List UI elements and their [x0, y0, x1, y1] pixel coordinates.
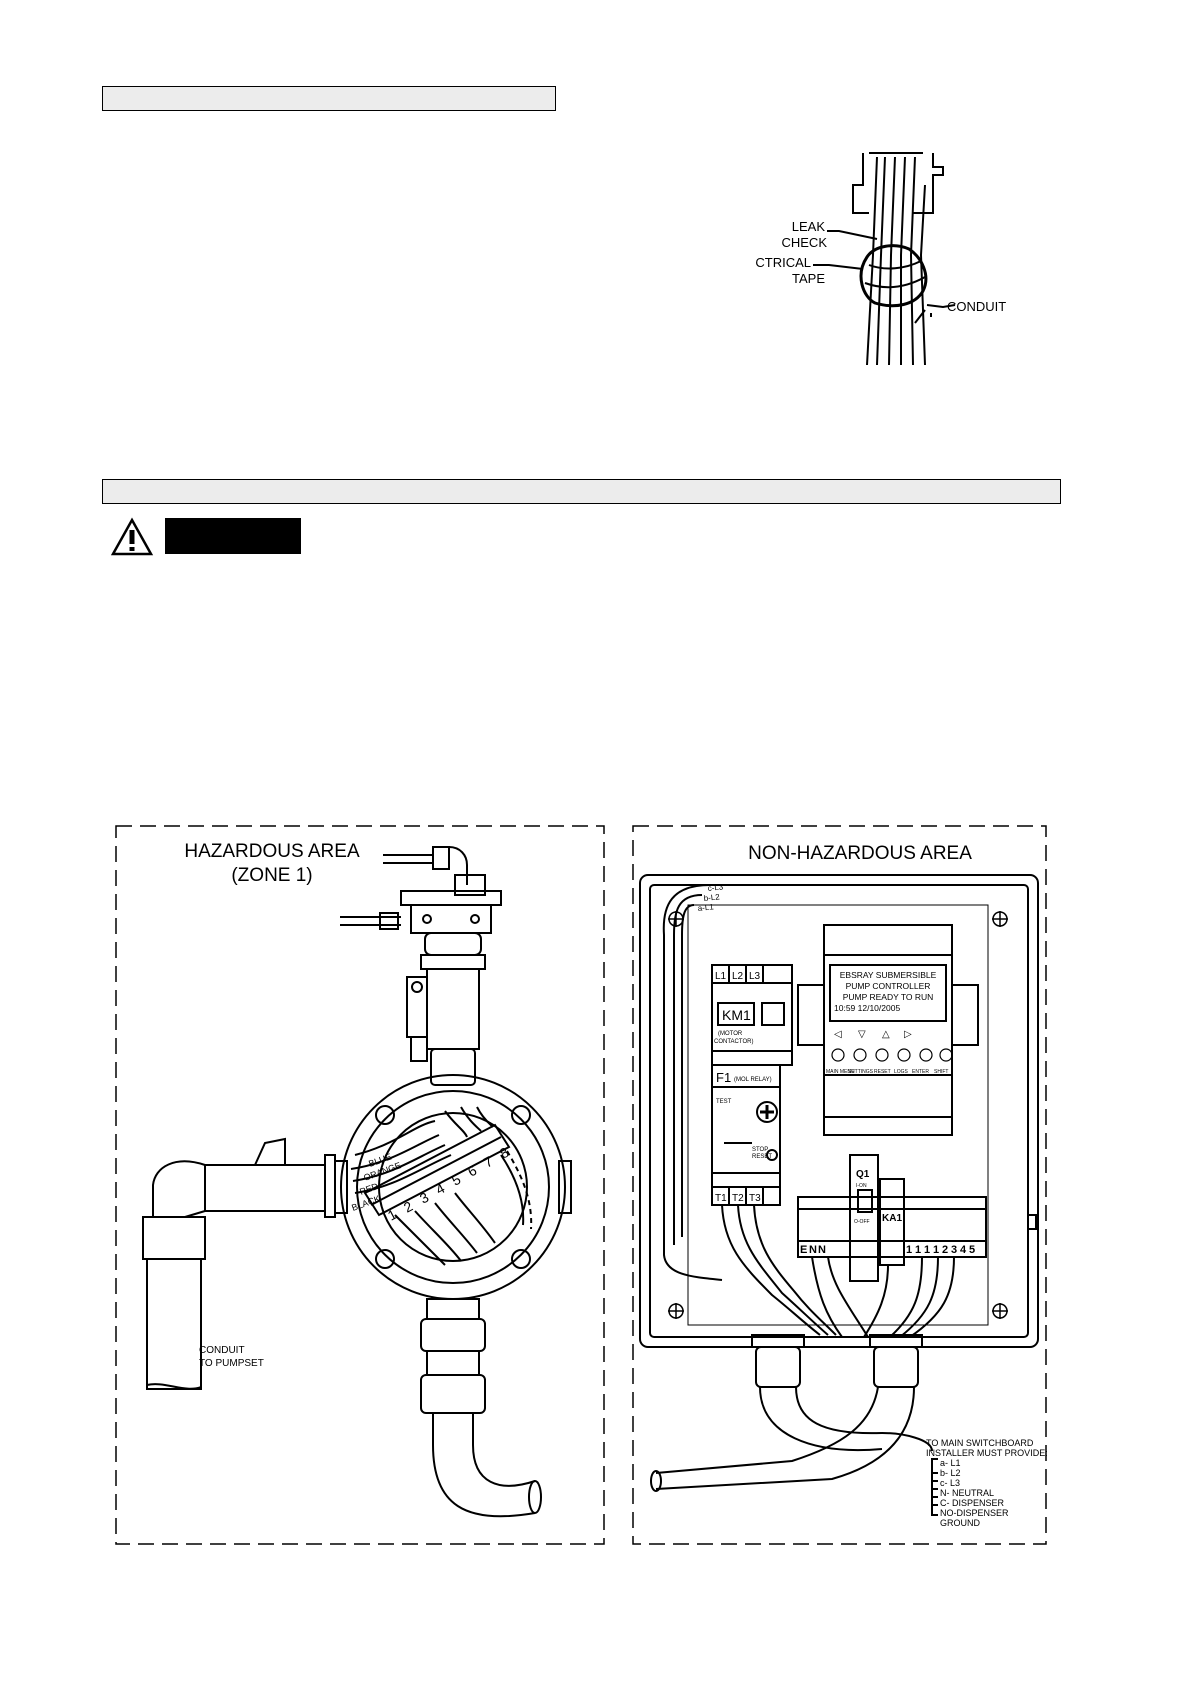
q1-off-label: O-OFF	[854, 1219, 870, 1225]
q1-on-label: I-ON	[856, 1183, 867, 1189]
stop-label: STOP	[752, 1147, 768, 1153]
hazardous-area-diagram: HAZARDOUS AREA (ZONE 1)	[115, 825, 605, 1545]
installer-item-7: GROUND	[940, 1518, 980, 1528]
test-label: TEST	[716, 1099, 732, 1105]
terminal-1b: 1	[915, 1244, 921, 1256]
controller-button-shift: SHIFT	[934, 1069, 948, 1075]
cable-tag-3: a-L1	[697, 902, 714, 913]
arrow-right-icon: ▷	[904, 1029, 912, 1040]
q1-label: Q1	[856, 1169, 870, 1180]
controller-button-settings: SETTINGS	[848, 1069, 874, 1075]
terminal-n-2: N	[818, 1244, 826, 1256]
conduit-label: CONDUIT	[947, 299, 1006, 314]
terminal-number-2: 2	[401, 1198, 416, 1216]
terminal-number-3: 3	[417, 1189, 432, 1207]
display-line-3: PUMP READY TO RUN	[843, 992, 934, 1002]
installer-item-4: N- NEUTRAL	[940, 1488, 994, 1498]
warning-icon	[110, 517, 154, 556]
leak-check-label-2: CHECK	[781, 235, 827, 250]
arrow-up-icon: △	[882, 1029, 890, 1040]
non-hazardous-area-diagram: NON-HAZARDOUS AREA	[632, 825, 1047, 1545]
terminal-n-1: N	[809, 1244, 817, 1256]
terminal-3: 3	[951, 1244, 957, 1256]
km1-output-t1: T1	[715, 1193, 727, 1204]
installer-note-heading-1: TO MAIN SWITCHBOARD	[926, 1438, 1034, 1448]
terminal-number-5: 5	[449, 1171, 464, 1189]
installer-item-1: a- L1	[940, 1458, 961, 1468]
hazardous-area-zone: (ZONE 1)	[231, 865, 312, 886]
f1-caption: (MOL RELAY)	[734, 1077, 772, 1083]
km1-label: KM1	[722, 1007, 751, 1023]
reset-label: RESET	[752, 1154, 772, 1160]
leak-check-label-1: LEAK	[792, 219, 826, 234]
non-hazardous-area-title: NON-HAZARDOUS AREA	[748, 843, 972, 864]
terminal-e: E	[800, 1244, 807, 1256]
terminal-2: 2	[942, 1244, 948, 1256]
terminal-number-4: 4	[433, 1180, 448, 1198]
electrical-tape-label-2: TAPE	[792, 271, 825, 286]
terminal-1d: 1	[933, 1244, 939, 1256]
controller-button-reset: RESET	[874, 1069, 891, 1075]
hazardous-area-title: HAZARDOUS AREA	[184, 841, 360, 862]
km1-output-t3: T3	[749, 1193, 761, 1204]
km1-caption-1: (MOTOR	[718, 1031, 743, 1037]
display-line-2: PUMP CONTROLLER	[846, 981, 931, 991]
installer-item-2: b- L2	[940, 1468, 961, 1478]
electrical-tape-label-1: ELECTRICAL	[755, 255, 811, 270]
km1-caption-2: CONTACTOR)	[714, 1039, 753, 1045]
cable-tag-2: b-L2	[703, 892, 720, 903]
display-line-1: EBSRAY SUBMERSIBLE	[840, 970, 937, 980]
installer-note-heading-2: INSTALLER MUST PROVIDE:	[926, 1448, 1047, 1458]
display-line-4: 10:59 12/10/2005	[834, 1003, 900, 1013]
controller-button-logs: LOGS	[894, 1069, 909, 1075]
terminal-4: 4	[960, 1244, 967, 1256]
conduit-seal-figure: LEAK CHECK ELECTRICAL TAPE CONDUIT	[755, 152, 1006, 366]
ka1-label: KA1	[882, 1213, 902, 1224]
arrow-left-icon: ◁	[834, 1029, 842, 1040]
terminal-1a: 1	[906, 1244, 912, 1256]
km1-output-t2: T2	[732, 1193, 744, 1204]
conduit-to-pumpset-label-1: CONDUIT	[199, 1345, 245, 1356]
km1-terminal-l1: L1	[715, 971, 727, 982]
cable-tag-1: c-L3	[707, 882, 724, 893]
terminal-1c: 1	[924, 1244, 930, 1256]
section-heading-bar-2	[102, 479, 1061, 504]
controller-button-main-menu: MAIN MENU	[826, 1069, 855, 1075]
warning-label-box	[165, 518, 301, 554]
installer-item-3: c- L3	[940, 1478, 960, 1488]
km1-terminal-l3: L3	[749, 971, 761, 982]
f1-label: F1	[716, 1070, 731, 1085]
installer-item-5: C- DISPENSER	[940, 1498, 1005, 1508]
section-heading-bar-1	[102, 86, 556, 111]
km1-terminal-l2: L2	[732, 971, 744, 982]
installer-item-6: NO-DISPENSER	[940, 1508, 1009, 1518]
arrow-down-icon: ▽	[858, 1029, 866, 1040]
conduit-to-pumpset-label-2: TO PUMPSET	[199, 1358, 264, 1369]
controller-button-enter: ENTER	[912, 1069, 929, 1075]
terminal-5: 5	[969, 1244, 975, 1256]
